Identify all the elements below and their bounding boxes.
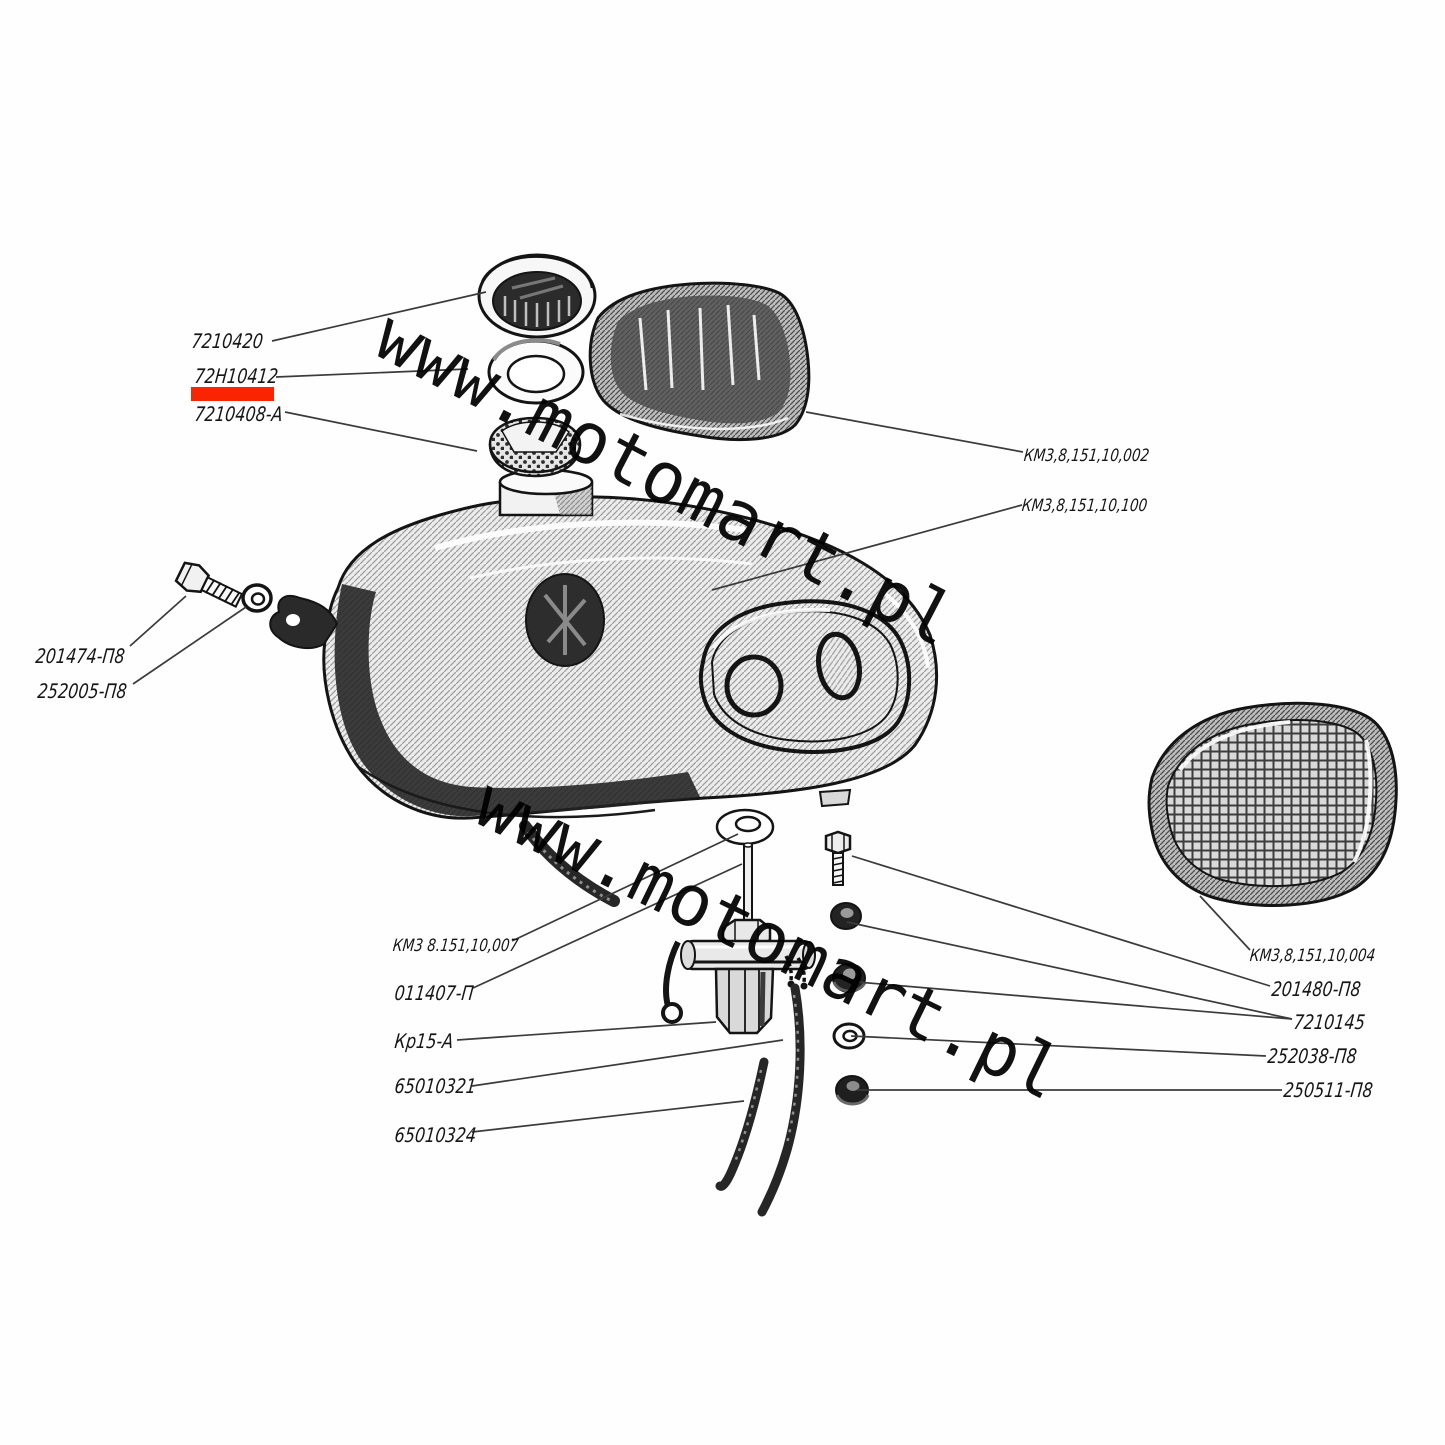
fuel-tube-short <box>715 1057 769 1191</box>
part-label-bolt-front: 201474-П8 <box>34 644 127 668</box>
filler-neck <box>498 468 594 517</box>
front-mounting-lug <box>269 594 339 650</box>
part-label-tube-short: 65010324 <box>393 1123 478 1147</box>
spacer-bushing-lower <box>832 963 867 993</box>
knee-pad-recess <box>698 599 912 754</box>
front-bolt <box>174 561 244 608</box>
red-highlight-bar <box>191 387 274 401</box>
part-label-rod: 011407-П <box>393 981 475 1005</box>
fuel-cap <box>477 253 597 339</box>
part-label-bolt-rear: 201480-П8 <box>1270 977 1363 1001</box>
right-knee-pad <box>1147 701 1398 907</box>
fuel-tap-assembly <box>661 808 816 1035</box>
rubber-grommet <box>835 1075 870 1106</box>
part-label-left-knee-pad: КМ3,8,151,10,002 <box>1022 446 1151 466</box>
tank-emblem <box>525 573 605 667</box>
part-label-cap: 7210420 <box>190 329 265 353</box>
tap-washer <box>715 808 775 846</box>
tap-pins <box>784 955 808 990</box>
part-label-seal-ring: 72Н10412 <box>193 364 280 388</box>
left-knee-pad <box>588 281 811 442</box>
spacer-bushing-upper <box>830 902 862 930</box>
watermark-text-lower: www.motomart.pl <box>463 761 1076 1117</box>
part-label-washer-front: 252005-П8 <box>36 679 129 703</box>
fuel-tank-body <box>269 468 939 820</box>
part-label-grommet: 250511-П8 <box>1282 1078 1375 1102</box>
part-label-right-knee-pad: КМ3,8,151,10,004 <box>1248 946 1377 966</box>
fuel-tube-long <box>757 983 805 1217</box>
part-label-tube-long: 65010321 <box>393 1074 478 1098</box>
part-label-fuel-tap: Кр15-А <box>393 1029 455 1053</box>
part-label-tap-washer: КМ3 8.151,10,007 <box>391 936 520 956</box>
strainer <box>488 416 582 478</box>
part-label-strainer: 7210408-А <box>193 402 284 426</box>
front-washer <box>241 583 273 613</box>
tap-filter-cup <box>714 967 775 1035</box>
part-label-washer-rear: 252038-П8 <box>1266 1044 1359 1068</box>
rubber-strip <box>519 820 620 907</box>
tap-body <box>680 939 816 971</box>
rear-bolt <box>824 830 852 886</box>
tap-lever <box>661 940 683 1024</box>
leader-lines <box>129 291 1293 1133</box>
part-label-tank-assembly: КМ3,8,151,10,100 <box>1020 496 1149 516</box>
seal-ring <box>487 338 585 405</box>
part-label-spacer: 7210145 <box>1292 1010 1367 1034</box>
